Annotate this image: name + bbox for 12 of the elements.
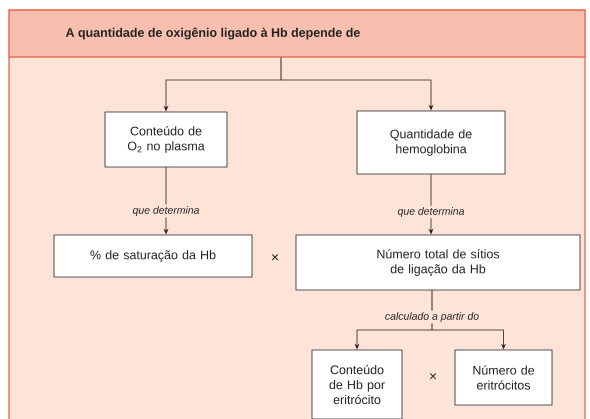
- text-box: Quantidade de hemoglobina: [356, 110, 506, 174]
- multiplication-sign: ×: [430, 373, 436, 380]
- edge-label: que determina: [398, 207, 464, 217]
- edge-label: que determina: [132, 206, 200, 216]
- edge-label: calculado a partir do: [385, 312, 479, 322]
- text-box: Número total de sítios de ligação da Hb: [296, 234, 580, 290]
- text-box: % de saturação da Hb: [54, 234, 252, 278]
- text-box: Conteúdo de Hb por eritrócito: [312, 350, 402, 419]
- multiplication-sign: ×: [272, 254, 278, 260]
- text-box: Conteúdo de O$_{2}$ no plasma: [104, 112, 228, 168]
- text-box: Número de eritrócitos: [454, 350, 552, 406]
- header-band: A quantidade de oxigênio ligado à Hb depende de: [8, 9, 586, 58]
